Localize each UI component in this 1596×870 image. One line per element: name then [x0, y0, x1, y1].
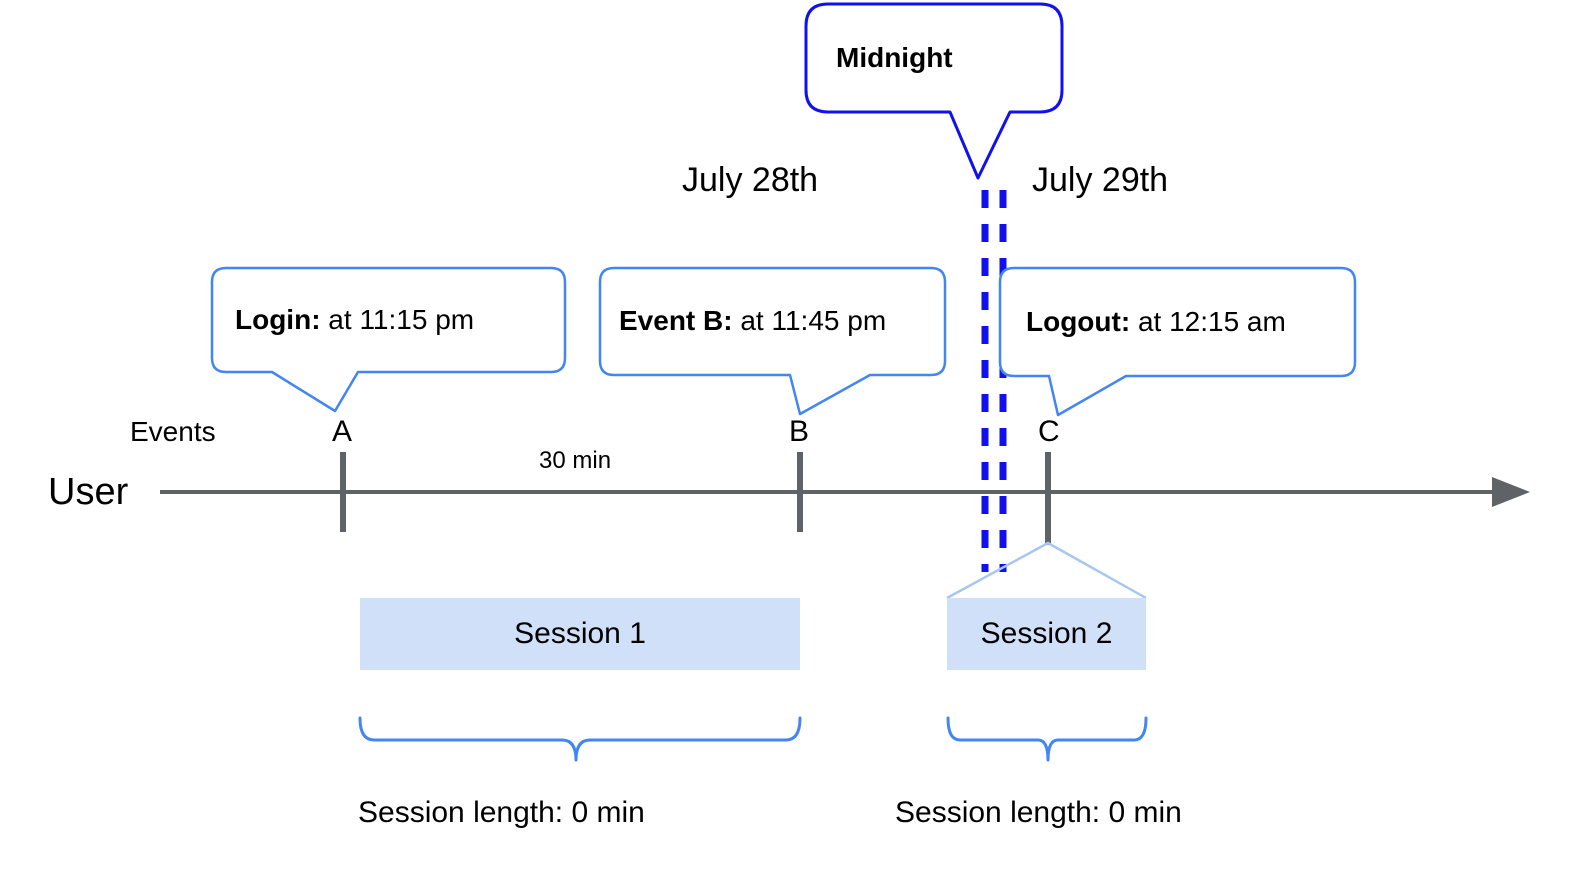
session-2-label: Session 2	[980, 617, 1113, 650]
event-b-callout-rest: at 11:45 pm	[732, 305, 887, 336]
logout-callout-rest: at 12:15 am	[1130, 306, 1286, 337]
session-2-length-label: Session length: 0 min	[895, 796, 1182, 829]
session-2-roof	[946, 541, 1147, 600]
date-label-july-28: July 28th	[682, 161, 819, 199]
logout-callout-bold: Logout:	[1026, 306, 1131, 337]
session-1-label: Session 1	[514, 617, 646, 650]
midnight-callout-shape	[804, 2, 1064, 180]
session-2-brace	[946, 716, 1148, 762]
login-callout-bold: Login:	[235, 304, 321, 335]
event-marker-label-b: B	[789, 415, 810, 448]
session-1-brace	[358, 716, 802, 762]
login-callout-shape	[210, 266, 567, 413]
date-label-july-29: July 29th	[1032, 161, 1169, 199]
session-1-box: Session 1	[360, 598, 800, 670]
logout-callout-text: Logout: at 12:15 am	[1026, 308, 1286, 336]
event-b-callout-text: Event B: at 11:45 pm	[619, 307, 886, 335]
event-marker-label-c: C	[1038, 415, 1060, 448]
login-callout-text: Login: at 11:15 pm	[235, 306, 474, 334]
session-1-length-label: Session length: 0 min	[358, 796, 645, 829]
user-row-label: User	[48, 471, 129, 513]
login-callout-rest: at 11:15 pm	[320, 304, 475, 335]
midnight-callout-label: Midnight	[836, 42, 953, 73]
midnight-dashed-lines	[981, 190, 1007, 572]
gap-duration-label: 30 min	[539, 447, 612, 474]
timeline-axis	[160, 477, 1530, 507]
event-marker-label-a: A	[332, 415, 353, 448]
session-2-box: Session 2	[947, 598, 1146, 670]
event-b-callout-shape	[598, 266, 947, 416]
logout-callout-shape	[998, 266, 1357, 417]
events-row-label: Events	[130, 416, 216, 447]
event-b-callout-bold: Event B:	[619, 305, 733, 336]
